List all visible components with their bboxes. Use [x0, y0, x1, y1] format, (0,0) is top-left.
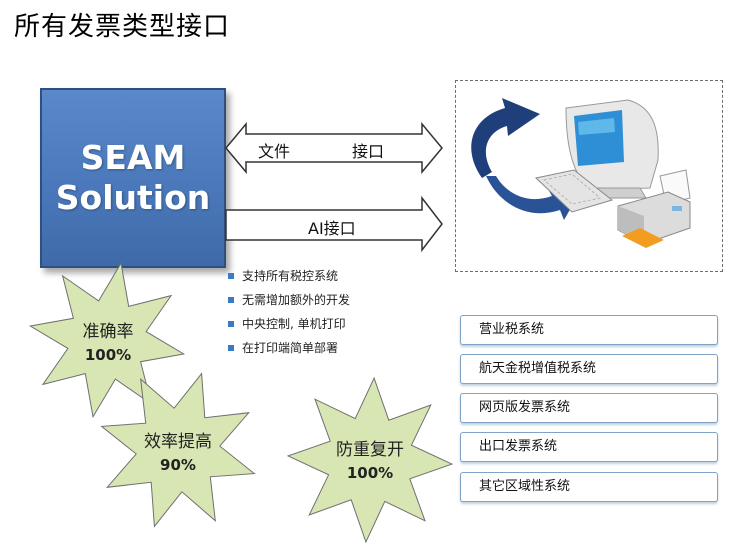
- bullet-icon: [228, 345, 234, 351]
- badge-label: 防重复开: [336, 440, 404, 460]
- star-accuracy: [28, 261, 186, 419]
- feature-item: 无需增加额外的开发: [228, 288, 350, 312]
- badge-label: 效率提高: [144, 432, 212, 452]
- badge-accuracy: 准确率 100%: [58, 320, 158, 366]
- bullet-icon: [228, 297, 234, 303]
- system-item-business-tax: 营业税系统: [460, 315, 718, 345]
- badge-anti-duplicate: 防重复开 100%: [320, 438, 420, 484]
- monitor-icon: [565, 99, 659, 199]
- bullet-icon: [228, 273, 234, 279]
- star-anti-duplicate: [286, 376, 454, 544]
- system-item-regional: 其它区域性系统: [460, 472, 718, 502]
- feature-item: 在打印端简单部署: [228, 336, 350, 360]
- seam-title-line1: SEAM: [80, 138, 186, 177]
- arrow-label-ai-interface: AI接口: [308, 219, 356, 238]
- keyboard-icon: [534, 169, 614, 213]
- badge-value: 100%: [84, 346, 132, 364]
- double-arrow-file-interface: [225, 121, 443, 175]
- system-item-golden-tax-vat: 航天金税增值税系统: [460, 354, 718, 384]
- feature-item: 支持所有税控系统: [228, 264, 350, 288]
- badge-efficiency: 效率提高 90%: [128, 430, 228, 476]
- arrow-label-interface: 接口: [352, 142, 385, 161]
- badge-value: 100%: [346, 464, 394, 482]
- badge-value: 90%: [160, 456, 196, 474]
- system-item-web-invoice: 网页版发票系统: [460, 393, 718, 423]
- seam-title-line2: Solution: [55, 178, 211, 217]
- badge-label: 准确率: [82, 322, 134, 342]
- feature-item: 中央控制, 单机打印: [228, 312, 350, 336]
- arrow-ai-interface: [225, 195, 443, 253]
- arrow-label-file: 文件: [258, 142, 291, 161]
- feature-list: 支持所有税控系统 无需增加额外的开发 中央控制, 单机打印 在打印端简单部署: [228, 264, 350, 360]
- page-title: 所有发票类型接口: [14, 12, 231, 42]
- star-efficiency: [100, 372, 256, 528]
- client-terminal-box: [455, 80, 723, 272]
- bullet-icon: [228, 321, 234, 327]
- system-item-export-invoice: 出口发票系统: [460, 432, 718, 462]
- seam-solution-box: SEAM Solution: [40, 88, 226, 268]
- cycle-arrows-icon: [471, 98, 580, 220]
- printer-icon: [617, 169, 691, 248]
